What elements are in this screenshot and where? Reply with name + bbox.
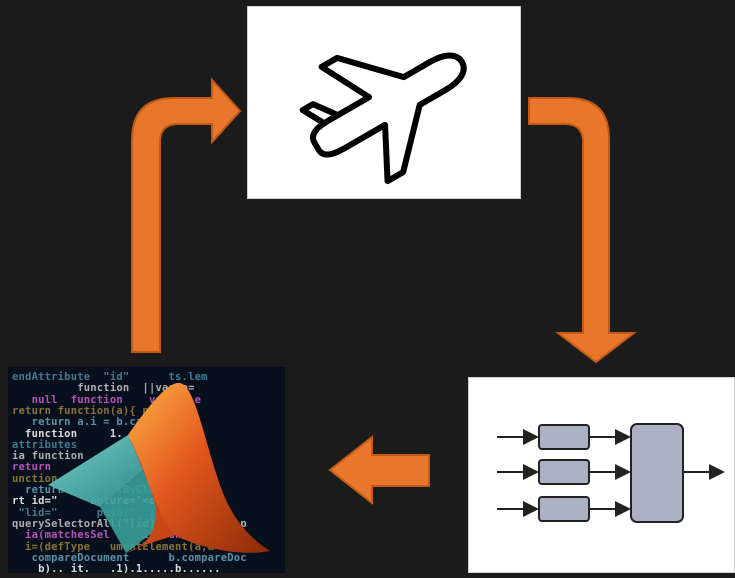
block-diagram-icon — [497, 423, 725, 523]
matlab-membrane-logo — [48, 382, 270, 553]
arrow-right-down — [528, 97, 637, 364]
code-line: compareDocument b.compareDoc — [12, 551, 247, 564]
input-block-2 — [538, 459, 590, 485]
arrow-left — [328, 434, 430, 506]
aircraft-panel — [247, 6, 521, 199]
combiner-block — [630, 423, 684, 523]
matlab-code-panel: endAttribute "id" ts.lem function ||var … — [8, 367, 285, 573]
input-block-1 — [538, 424, 590, 450]
block-diagram-panel — [468, 377, 735, 573]
input-block-3 — [538, 496, 590, 522]
arrow-up-right — [131, 77, 242, 353]
code-line: endAttribute "id" ts.lem — [12, 371, 208, 383]
code-line: b).. it. .1).1.....b...... — [12, 563, 221, 573]
airplane-icon — [299, 52, 467, 185]
